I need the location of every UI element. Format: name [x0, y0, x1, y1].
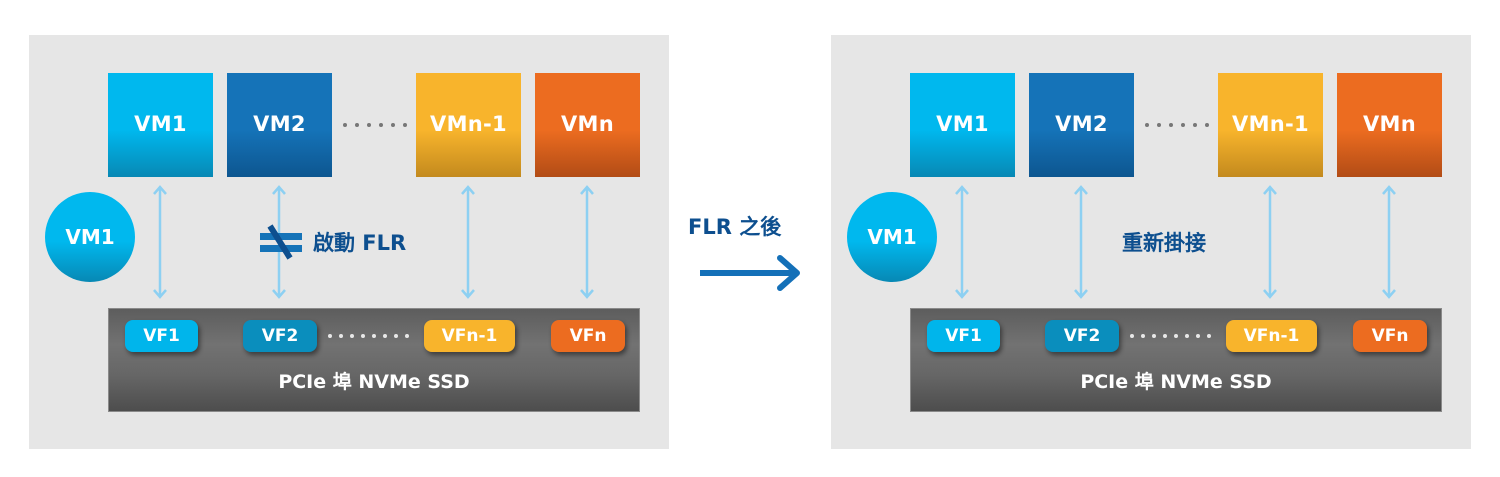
vm-box-vmn-1: VMn-1 — [1218, 73, 1323, 177]
vf-label: VFn — [1371, 326, 1409, 346]
nvme-ssd-device: VF1 VF2 VFn-1 VFn PCIe 埠 NVMe SSD — [108, 308, 640, 412]
after-flr-panel: VM1 VM2 VMn-1 VMn VM1 重新掛接 VF1 VF2 VFn-1… — [831, 35, 1471, 449]
vm-label: VMn-1 — [430, 112, 507, 136]
vf-badge-vfn: VFn — [1353, 320, 1427, 352]
vf-badge-vf2: VF2 — [1045, 320, 1119, 352]
vm-box-vm1: VM1 — [910, 73, 1015, 177]
ellipsis-dots — [1130, 334, 1211, 338]
vm-label: VM2 — [1055, 112, 1108, 136]
standalone-vm-label: VM1 — [65, 225, 115, 249]
vf-badge-vfn-1: VFn-1 — [1226, 320, 1317, 352]
nvme-ssd-device: VF1 VF2 VFn-1 VFn PCIe 埠 NVMe SSD — [910, 308, 1442, 412]
vm-box-vm1: VM1 — [108, 73, 213, 177]
vf-label: VFn-1 — [441, 326, 498, 346]
bidirectional-arrow-icon — [461, 185, 475, 299]
ellipsis-dots — [328, 334, 409, 338]
vf-label: VFn-1 — [1243, 326, 1300, 346]
arrow-right-icon — [700, 255, 800, 291]
before-flr-panel: VM1 VM2 VMn-1 VMn VM1 啟動 FLR VF1 VF2 VFn… — [29, 35, 669, 449]
vf-badge-vf2: VF2 — [243, 320, 317, 352]
vf-badge-vf1: VF1 — [125, 320, 198, 352]
bidirectional-arrow-icon — [955, 185, 969, 299]
bidirectional-arrow-icon — [153, 185, 167, 299]
ellipsis-dots — [343, 123, 407, 127]
status-label: 啟動 FLR — [313, 231, 407, 255]
device-label: PCIe 埠 NVMe SSD — [1080, 371, 1272, 393]
vm-label: VM1 — [936, 112, 989, 136]
device-label: PCIe 埠 NVMe SSD — [278, 371, 470, 393]
bidirectional-arrow-icon — [580, 185, 594, 299]
vf-label: VF2 — [1063, 326, 1101, 346]
vm-label: VM2 — [253, 112, 306, 136]
vm-label: VMn — [1362, 112, 1416, 136]
vf-badge-vfn-1: VFn-1 — [424, 320, 515, 352]
standalone-vm-circle: VM1 — [45, 192, 135, 282]
vf-badge-vfn: VFn — [551, 320, 625, 352]
vf-label: VF1 — [945, 326, 982, 346]
vm-box-vmn: VMn — [535, 73, 640, 177]
standalone-vm-label: VM1 — [867, 225, 917, 249]
ellipsis-dots — [1145, 123, 1209, 127]
bidirectional-arrow-icon — [1382, 185, 1396, 299]
vf-label: VF2 — [261, 326, 299, 346]
bidirectional-arrow-icon — [1074, 185, 1088, 299]
vf-badge-vf1: VF1 — [927, 320, 1000, 352]
vf-label: VFn — [569, 326, 607, 346]
bidirectional-arrow-icon — [1263, 185, 1277, 299]
vm-box-vmn: VMn — [1337, 73, 1442, 177]
vf-label: VF1 — [143, 326, 180, 346]
not-equal-icon — [260, 224, 302, 260]
vm-box-vm2: VM2 — [1029, 73, 1134, 177]
vm-label: VMn-1 — [1232, 112, 1309, 136]
transition-label: FLR 之後 — [688, 215, 782, 239]
vm-label: VM1 — [134, 112, 187, 136]
status-label: 重新掛接 — [1122, 231, 1206, 255]
standalone-vm-circle: VM1 — [847, 192, 937, 282]
vm-box-vmn-1: VMn-1 — [416, 73, 521, 177]
vm-label: VMn — [560, 112, 614, 136]
vm-box-vm2: VM2 — [227, 73, 332, 177]
